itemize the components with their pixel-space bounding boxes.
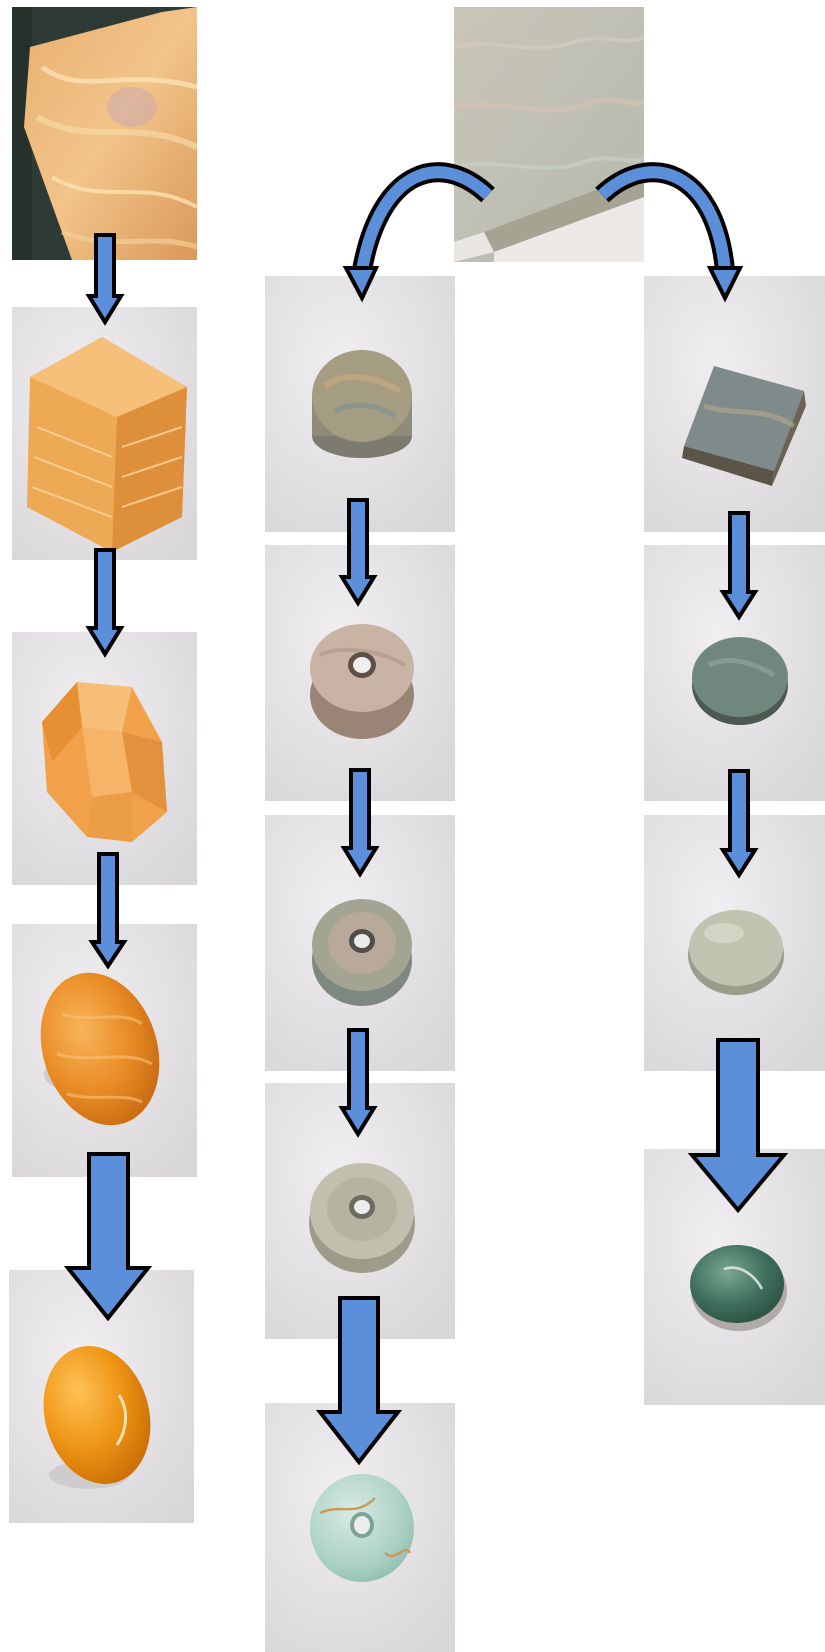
orange-faceted-photo <box>12 632 197 885</box>
gray-disc-photo <box>265 276 455 532</box>
gray-block-photo <box>644 276 825 532</box>
beveled-donut-photo <box>265 815 455 1071</box>
jade-donut-photo <box>265 1403 455 1652</box>
ground-oval-photo <box>644 815 825 1071</box>
orange-slab-photo <box>12 7 197 260</box>
ground-donut-photo <box>265 1083 455 1339</box>
green-oval-photo <box>644 1149 825 1405</box>
jade-slab-photo <box>454 7 644 262</box>
drilled-disc-photo <box>265 545 455 801</box>
orange-polished-photo <box>9 1270 194 1523</box>
orange-egg-photo <box>12 924 197 1177</box>
rough-oval-photo <box>644 545 825 801</box>
orange-block-photo <box>12 307 197 560</box>
